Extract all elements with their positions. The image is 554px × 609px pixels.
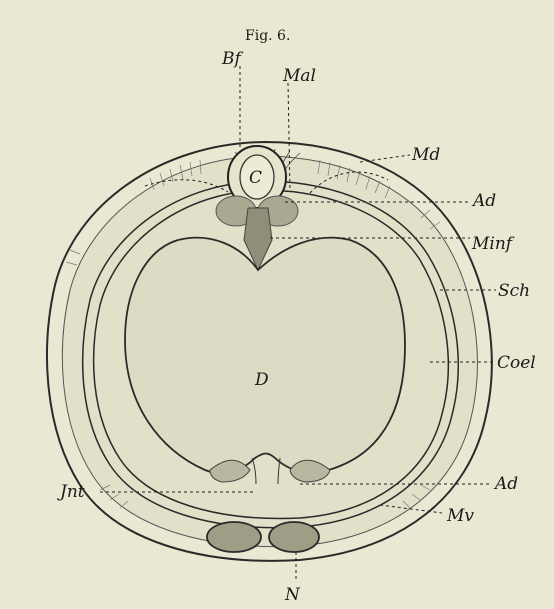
label-minf: Minf — [471, 234, 515, 254]
label-ad-upper: Ad — [471, 191, 496, 211]
label-jnt: Jnt — [57, 482, 85, 502]
label-n: N — [284, 585, 301, 605]
label-ad-lower: Ad — [493, 474, 518, 494]
label-sch: Sch — [498, 281, 530, 301]
label-d: D — [254, 370, 269, 390]
label-mv: Mv — [446, 506, 474, 526]
label-bf: Bf — [221, 49, 243, 69]
nerve-cord-right — [269, 522, 319, 552]
figure-title: Fig. 6. — [245, 28, 290, 44]
nerve-cord-left — [207, 522, 261, 552]
label-c: C — [249, 168, 262, 188]
label-coel: Coel — [497, 353, 536, 373]
label-md: Md — [411, 145, 440, 165]
label-mal: Mal — [282, 66, 316, 86]
intestine — [125, 238, 405, 474]
